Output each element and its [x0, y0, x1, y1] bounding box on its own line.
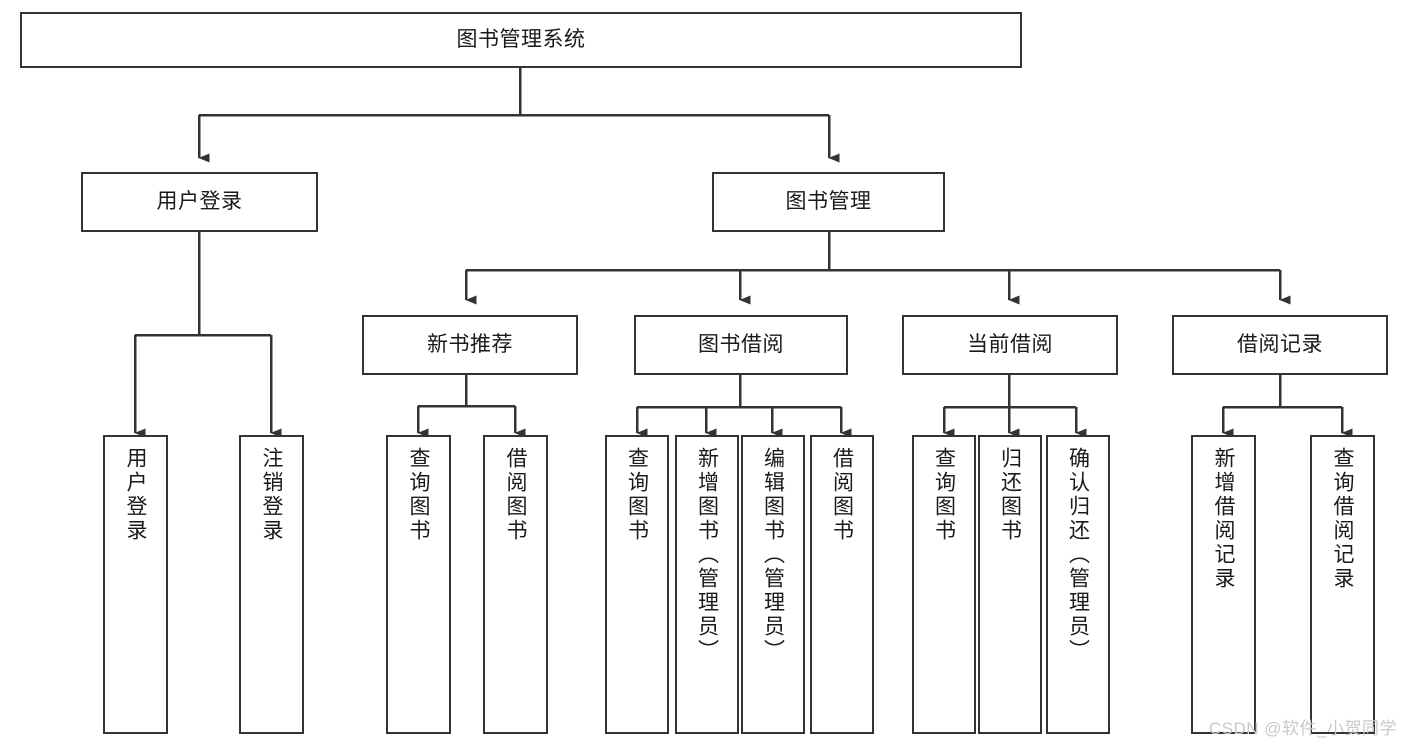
node-root-book-management-system[interactable]: 图书管理系统 [20, 12, 1022, 68]
node-leaf-logout[interactable]: 注销登录 [239, 435, 304, 734]
node-label: 注销登录 [260, 447, 283, 543]
node-leaf-br-add-record[interactable]: 新增借阅记录 [1191, 435, 1256, 734]
node-label: 图书管理 [785, 189, 872, 213]
node-label: 查询借阅记录 [1331, 447, 1354, 591]
node-label: 图书借阅 [698, 332, 784, 356]
node-book-borrow[interactable]: 图书借阅 [634, 315, 848, 375]
node-label: 确认归还（管理员） [1066, 447, 1090, 663]
node-leaf-nb-query-book[interactable]: 查询图书 [386, 435, 451, 734]
node-label: 归还图书 [998, 447, 1022, 543]
node-leaf-cb-query-book[interactable]: 查询图书 [912, 435, 976, 734]
node-label: 编辑图书（管理员） [761, 447, 785, 663]
node-label: 当前借阅 [967, 332, 1053, 356]
node-label: 图书管理系统 [456, 27, 586, 51]
node-current-borrow[interactable]: 当前借阅 [902, 315, 1118, 375]
node-new-book-recommend[interactable]: 新书推荐 [362, 315, 578, 375]
node-leaf-bb-edit-book-admin[interactable]: 编辑图书（管理员） [741, 435, 805, 734]
node-book-management[interactable]: 图书管理 [712, 172, 945, 232]
node-leaf-br-query-record[interactable]: 查询借阅记录 [1310, 435, 1375, 734]
node-label: 查询图书 [932, 447, 956, 543]
node-leaf-cb-return-book[interactable]: 归还图书 [978, 435, 1042, 734]
node-label: 借阅图书 [504, 447, 527, 543]
node-leaf-bb-query-book[interactable]: 查询图书 [605, 435, 669, 734]
node-leaf-nb-borrow-book[interactable]: 借阅图书 [483, 435, 548, 734]
node-label: 新增借阅记录 [1212, 447, 1235, 591]
node-label: 新增图书（管理员） [695, 447, 719, 663]
node-leaf-cb-confirm-return-admin[interactable]: 确认归还（管理员） [1046, 435, 1110, 734]
node-label: 新书推荐 [427, 332, 513, 356]
node-leaf-bb-borrow-book[interactable]: 借阅图书 [810, 435, 874, 734]
node-label: 用户登录 [156, 189, 243, 213]
node-label: 查询图书 [625, 447, 649, 543]
node-leaf-user-login[interactable]: 用户登录 [103, 435, 168, 734]
node-label: 借阅图书 [830, 447, 854, 543]
node-user-login[interactable]: 用户登录 [81, 172, 318, 232]
node-borrow-record[interactable]: 借阅记录 [1172, 315, 1388, 375]
watermark: CSDN @软件_小贺同学 [1208, 719, 1397, 738]
node-label: 用户登录 [124, 447, 147, 543]
node-label: 查询图书 [407, 447, 430, 543]
node-label: 借阅记录 [1237, 332, 1323, 356]
node-leaf-bb-add-book-admin[interactable]: 新增图书（管理员） [675, 435, 739, 734]
